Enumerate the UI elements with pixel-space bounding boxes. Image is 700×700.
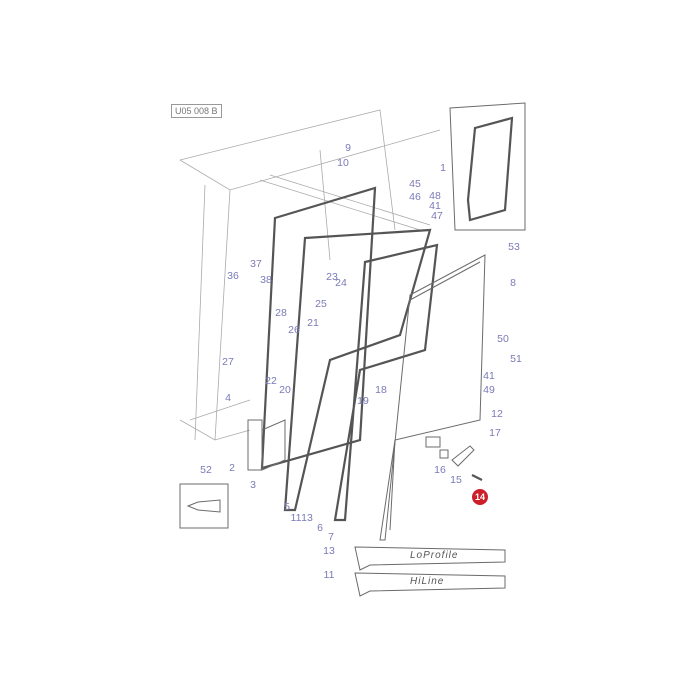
part-label-47[interactable]: 47 <box>431 210 443 222</box>
highlighted-part-badge[interactable]: 14 <box>472 489 488 505</box>
part-label-41[interactable]: 41 <box>483 370 495 382</box>
part-label-16[interactable]: 16 <box>434 464 446 476</box>
handle-parts <box>425 436 483 481</box>
part-label-8[interactable]: 8 <box>510 277 516 289</box>
part-label-12[interactable]: 12 <box>491 408 503 420</box>
part-label-18[interactable]: 18 <box>375 384 387 396</box>
part-label-5[interactable]: 5 <box>284 501 290 513</box>
part-label-53[interactable]: 53 <box>508 241 520 253</box>
part-label-22[interactable]: 22 <box>265 375 277 387</box>
part-label-20[interactable]: 20 <box>279 384 291 396</box>
part-label-46[interactable]: 46 <box>409 191 421 203</box>
part-52-box <box>179 483 229 529</box>
part-label-10[interactable]: 10 <box>337 157 349 169</box>
part-label-15[interactable]: 15 <box>450 474 462 486</box>
cab-frame <box>179 109 441 441</box>
part-label-25[interactable]: 25 <box>315 298 327 310</box>
part-label-28[interactable]: 28 <box>275 307 287 319</box>
part-label-2[interactable]: 2 <box>229 462 235 474</box>
part-label-11[interactable]: 11 <box>324 569 335 581</box>
part-label-37[interactable]: 37 <box>250 258 262 270</box>
door-frames <box>247 186 486 541</box>
part-label-41[interactable]: 41 <box>429 200 441 212</box>
highlighted-part-number: 14 <box>475 492 485 502</box>
part-label-52[interactable]: 52 <box>200 464 212 476</box>
part-label-27[interactable]: 27 <box>222 356 234 368</box>
part-label-19[interactable]: 19 <box>357 395 369 407</box>
part-label-21[interactable]: 21 <box>307 317 319 329</box>
part-label-24[interactable]: 24 <box>335 277 347 289</box>
part-label-45[interactable]: 45 <box>409 178 421 190</box>
part-label-6[interactable]: 6 <box>317 522 323 534</box>
part-label-7[interactable]: 7 <box>328 531 334 543</box>
part-label-26[interactable]: 26 <box>288 324 300 336</box>
part-label-13[interactable]: 13 <box>301 512 313 524</box>
part-label-38[interactable]: 38 <box>260 274 272 286</box>
part-label-48[interactable]: 48 <box>429 190 441 202</box>
part-label-51[interactable]: 51 <box>510 353 522 365</box>
part-label-4[interactable]: 4 <box>225 392 231 404</box>
trim-strips: LoProfile HiLine <box>354 546 506 597</box>
part-label-23[interactable]: 23 <box>326 271 338 283</box>
reference-code: U05 008 B <box>171 104 222 118</box>
part-label-3[interactable]: 3 <box>250 479 256 491</box>
part-label-17[interactable]: 17 <box>489 427 501 439</box>
part-label-11[interactable]: 11 <box>291 512 302 524</box>
part-label-50[interactable]: 50 <box>497 333 509 345</box>
hiline-text: HiLine <box>410 576 444 587</box>
part-label-49[interactable]: 49 <box>483 384 495 396</box>
part-label-36[interactable]: 36 <box>227 270 239 282</box>
part-label-1[interactable]: 1 <box>440 162 446 174</box>
part-label-13[interactable]: 13 <box>323 545 335 557</box>
part-label-9[interactable]: 9 <box>345 142 351 154</box>
loprofile-text: LoProfile <box>410 550 458 561</box>
door-overview-inset <box>449 102 526 231</box>
